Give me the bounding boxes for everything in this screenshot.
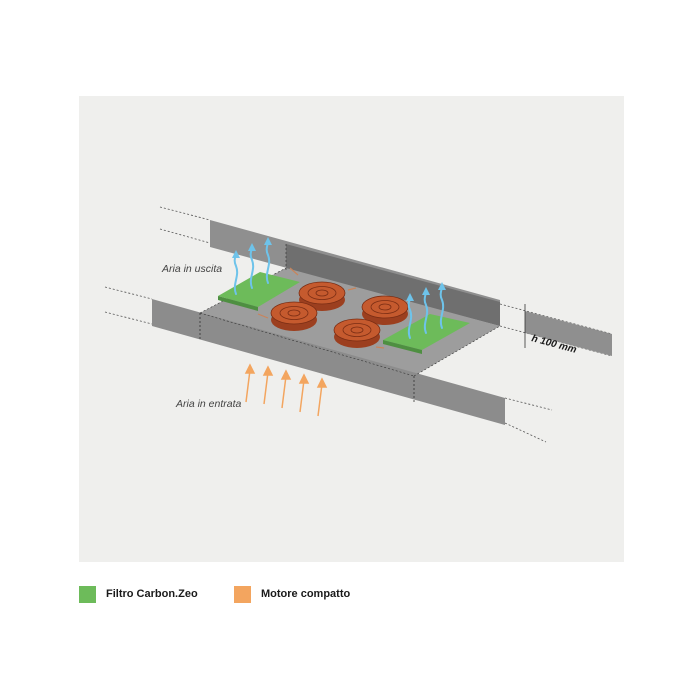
duct-back-wall-shade xyxy=(286,244,500,326)
duct-guide-lines xyxy=(104,206,613,443)
legend-label-filter: Filtro Carbon.Zeo xyxy=(106,588,198,600)
air-in-arrows xyxy=(244,363,328,417)
motor-4 xyxy=(333,318,381,348)
legend-label-motor: Motore compatto xyxy=(261,588,351,600)
duct-front-wall xyxy=(152,299,505,425)
legend-item-motor: Motore compatto xyxy=(234,584,350,604)
height-block xyxy=(525,311,612,356)
green-square-icon xyxy=(79,585,96,603)
motor-2 xyxy=(270,301,318,331)
internal-flow-arrows xyxy=(257,267,385,349)
air-out-arrowheads xyxy=(232,237,446,301)
air-in-label: Aria in entrata xyxy=(175,398,242,410)
legend-item-filter: Filtro Carbon.Zeo xyxy=(79,584,198,604)
orange-square-icon xyxy=(234,585,251,603)
carbon-filter-left xyxy=(218,272,300,311)
motor-3 xyxy=(361,295,409,325)
air-out-label: Aria in uscita xyxy=(161,263,222,275)
